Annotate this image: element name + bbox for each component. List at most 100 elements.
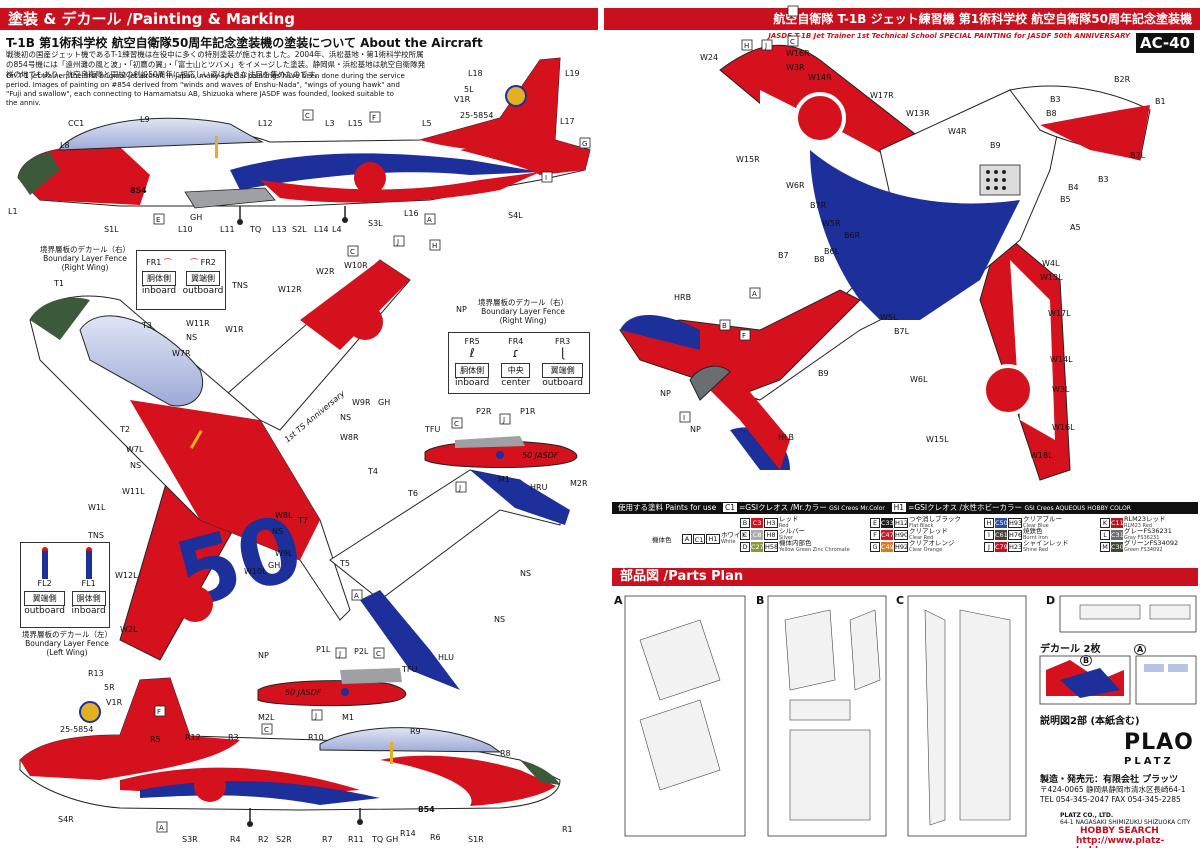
svg-text:R9: R9 [410, 727, 421, 736]
fence-left-caption-en2: (Left Wing) [46, 648, 88, 657]
svg-text:GH: GH [268, 561, 280, 570]
paint-code-c: C317 [1111, 530, 1128, 540]
tank-right-text: 50 JASDF [522, 451, 559, 460]
svg-text:W6R: W6R [786, 181, 805, 190]
fence-code: FL1 [81, 579, 96, 588]
fence-jp: 胴体側 [455, 363, 490, 378]
svg-text:TFU: TFU [424, 425, 440, 434]
paint-code-h: H90 [894, 530, 909, 540]
svg-text:A: A [354, 592, 359, 600]
svg-text:CC1: CC1 [68, 119, 84, 128]
paint-name-en: Flat Black [909, 523, 934, 529]
svg-text:C: C [790, 38, 795, 46]
paint-code-h: H58 [764, 542, 779, 552]
svg-text:S2L: S2L [292, 225, 307, 234]
paint-name-jp: 機体内部色 [779, 539, 812, 547]
svg-text:M1: M1 [498, 475, 510, 484]
svg-text:L18: L18 [468, 69, 483, 78]
fence-tank-caption-jp: 境界層板のデカール（右） [478, 298, 568, 307]
svg-text:W12L: W12L [115, 571, 138, 580]
about-text-jp: 戦後初の国産ジェット機であるT-1練習機は在役中に多くの特別塗装が施されました。… [6, 50, 426, 79]
svg-text:B7: B7 [778, 251, 789, 260]
svg-text:NP: NP [690, 425, 701, 434]
svg-text:HLB: HLB [778, 433, 794, 442]
fence-en: outboard [542, 378, 583, 388]
paint-name-en: Red [779, 523, 789, 529]
svg-text:P2L: P2L [354, 647, 369, 656]
svg-text:W2L: W2L [120, 625, 138, 634]
svg-text:W1L: W1L [88, 503, 106, 512]
svg-text:HRU: HRU [530, 483, 548, 492]
svg-text:C: C [350, 248, 355, 256]
svg-text:W6L: W6L [910, 375, 928, 384]
svg-text:P1L: P1L [316, 645, 331, 654]
svg-text:NS: NS [494, 615, 505, 624]
svg-text:L13: L13 [272, 225, 287, 234]
svg-text:W13R: W13R [906, 109, 930, 118]
paint-name-en: Clear Blue [1023, 523, 1049, 529]
paint-key: I [984, 530, 994, 540]
h1-definition-en: GSI Creos AQUEOUS HOBBY COLOR [1024, 505, 1131, 512]
fence-code: FR3 [554, 337, 571, 346]
paint-code-c: C50 [995, 518, 1008, 528]
fence-jp: 翼端側 [542, 363, 583, 378]
svg-text:W12R: W12R [278, 285, 302, 294]
paint-name-jp: クリアレッド [909, 527, 948, 535]
sprue-label-a: A [614, 594, 623, 607]
manual-info: 説明図2部 (本紙含む) [1040, 716, 1140, 727]
paint-key: E [870, 518, 880, 528]
svg-text:T1: T1 [53, 279, 64, 288]
svg-text:W5R: W5R [822, 219, 841, 228]
svg-text:B4: B4 [1068, 183, 1079, 192]
paint-code-h: H8 [764, 530, 778, 540]
paint-code-c: C114 [1111, 518, 1128, 528]
paint-key: M [1100, 542, 1110, 552]
fence-left-item-fl1: FL1 胴体側 inboard [71, 547, 106, 616]
svg-text:W14R: W14R [808, 73, 832, 82]
svg-text:E: E [156, 216, 160, 224]
svg-text:T2: T2 [119, 425, 130, 434]
svg-text:W8L: W8L [275, 511, 293, 520]
svg-text:W11R: W11R [186, 319, 210, 328]
paint-name-en: Shine Red [1023, 547, 1049, 553]
svg-text:R12: R12 [185, 733, 201, 742]
svg-text:M2R: M2R [570, 479, 588, 488]
fence-right-item-fr1: FR1 ⌒ 胴体側 inboard [137, 257, 181, 296]
svg-text:M1: M1 [342, 713, 354, 722]
paint-code-c: C47 [881, 530, 894, 540]
maker-web-link[interactable]: http://www.platz-hobby.com [1076, 836, 1165, 848]
paint-name-en: Silver [779, 535, 794, 541]
svg-text:B8: B8 [814, 255, 825, 264]
svg-text:S1R: S1R [468, 835, 484, 844]
nose-number-side: 854 [130, 186, 147, 195]
svg-text:B9: B9 [818, 369, 829, 378]
svg-text:W17L: W17L [1048, 309, 1071, 318]
paint-name-en: Yellow Green Zinc Chromate [779, 547, 850, 553]
platz-logo-sub: PLATZ [1124, 756, 1174, 767]
aircraft-bottom-view [619, 44, 1151, 481]
svg-text:S4R: S4R [58, 815, 74, 824]
parts-plan-frames [624, 595, 1197, 837]
maker-en-name: PLATZ CO., LTD. [1060, 812, 1114, 819]
svg-text:W2R: W2R [316, 267, 335, 276]
h1-definition: =GSIクレオス /水性ホビーカラー [908, 503, 1023, 512]
svg-text:NS: NS [186, 333, 197, 342]
svg-text:L17: L17 [560, 117, 575, 126]
fence-en: outboard [182, 286, 224, 296]
fence-code: FR4 [508, 337, 524, 346]
svg-text:J: J [458, 484, 461, 492]
